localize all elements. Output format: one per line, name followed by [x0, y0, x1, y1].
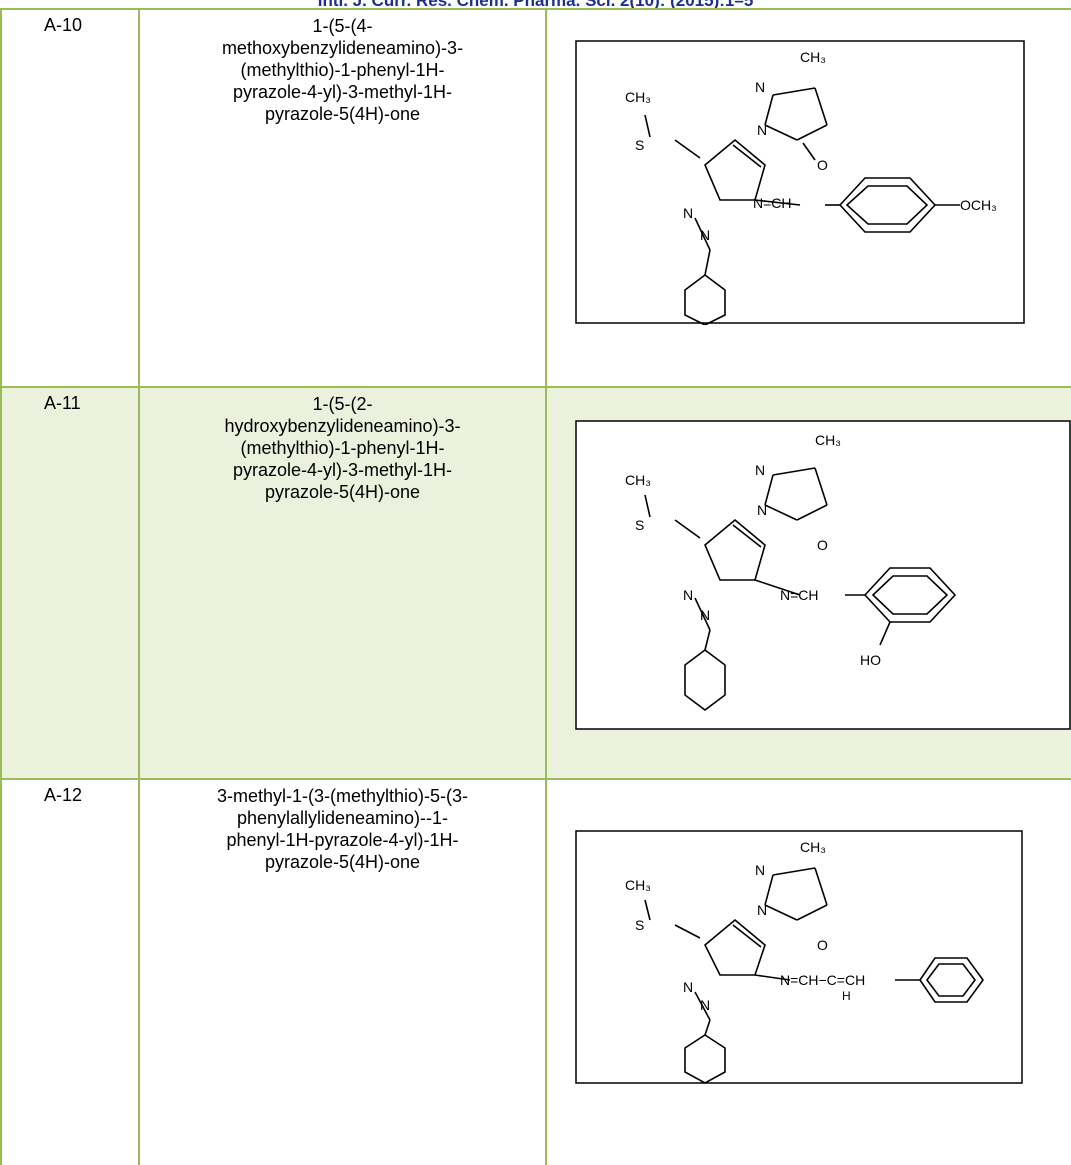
svg-text:N: N	[700, 607, 710, 623]
svg-text:S: S	[635, 917, 644, 933]
svg-text:CH₃: CH₃	[625, 472, 651, 488]
svg-text:O: O	[817, 537, 828, 553]
ch3-label: CH₃	[800, 49, 826, 65]
svg-text:N: N	[755, 462, 765, 478]
compound-name: 1-(5-(4- methoxybenzylideneamino)-3- (me…	[221, 16, 464, 124]
svg-text:N: N	[755, 862, 765, 878]
svg-text:N: N	[755, 79, 765, 95]
svg-text:CH₃: CH₃	[625, 877, 651, 893]
compound-name: 3-methyl-1-(3-(methylthio)-5-(3- phenyla…	[216, 786, 469, 872]
svg-text:S: S	[635, 137, 644, 153]
chemical-structure-a10: CH₃ CH₃ S N N N N O N=CH OCH₃	[575, 40, 1025, 325]
compound-id: A-10	[44, 15, 83, 35]
svg-text:O: O	[817, 157, 828, 173]
svg-text:OCH₃: OCH₃	[960, 197, 997, 213]
svg-text:N: N	[683, 979, 693, 995]
svg-text:N: N	[700, 997, 710, 1013]
svg-text:CH₃: CH₃	[625, 89, 651, 105]
svg-text:N: N	[757, 902, 767, 918]
compound-id: A-12	[44, 785, 83, 805]
svg-text:N=CH−C=CH: N=CH−C=CH	[780, 972, 865, 988]
svg-text:CH₃: CH₃	[800, 839, 826, 855]
compound-name: 1-(5-(2- hydroxybenzylideneamino)-3- (me…	[224, 394, 461, 502]
compound-id: A-11	[44, 393, 81, 413]
svg-text:O: O	[817, 937, 828, 953]
chemical-structure-a11: CH₃ CH₃ S N N N N O N=CH HO	[575, 420, 1071, 730]
svg-text:N: N	[683, 587, 693, 603]
svg-text:S: S	[635, 517, 644, 533]
svg-text:H: H	[842, 989, 851, 1003]
svg-text:N: N	[757, 502, 767, 518]
journal-header: Intl. J. Curr. Res. Chem. Pharma. Sci. 2…	[317, 0, 754, 10]
svg-text:N: N	[700, 227, 710, 243]
chemical-structure-a12: CH₃ CH₃ S N N N N O N=CH−C=CH H	[575, 830, 1023, 1084]
svg-text:CH₃: CH₃	[815, 432, 841, 448]
svg-text:N=CH: N=CH	[780, 587, 819, 603]
svg-text:N: N	[683, 205, 693, 221]
svg-text:N: N	[757, 122, 767, 138]
svg-text:HO: HO	[860, 652, 881, 668]
svg-text:N=CH: N=CH	[753, 195, 792, 211]
